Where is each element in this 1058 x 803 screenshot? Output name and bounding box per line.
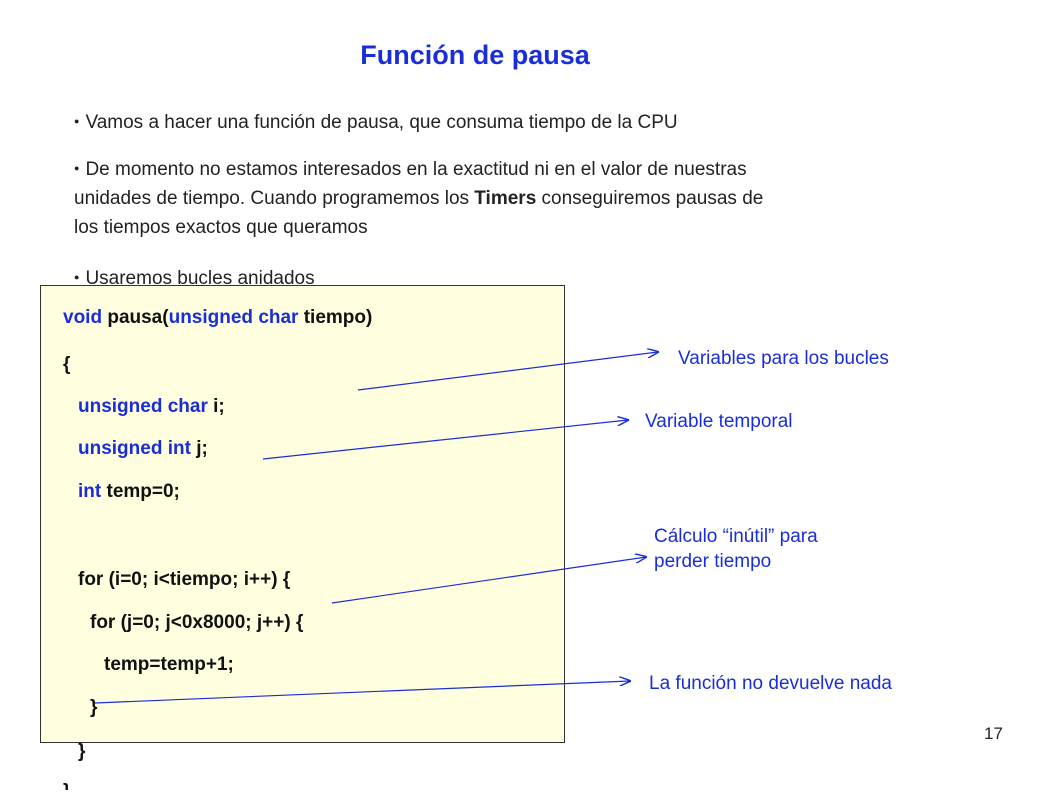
code-line-11: } bbox=[63, 781, 71, 802]
arrow-to-loop-variables bbox=[357, 352, 658, 391]
bullet-1: ● Vamos a hacer una función de pausa, que… bbox=[74, 108, 678, 137]
annotation-loop-variables: Variables para los bucles bbox=[678, 348, 889, 369]
code-line-8: temp=temp+1; bbox=[104, 654, 234, 675]
bullet-dot-icon: ● bbox=[74, 163, 80, 174]
code-block: void pausa(unsigned char tiempo) { unsig… bbox=[40, 285, 565, 790]
bullet-2-line-2b: conseguiremos pausas de bbox=[536, 188, 764, 210]
bullet-3-text: Usaremos bucles anidados bbox=[85, 268, 315, 289]
code-line-3: unsigned char i; bbox=[78, 396, 225, 417]
bullet-dot-icon: ● bbox=[74, 272, 80, 283]
code-line-9: } bbox=[90, 697, 98, 718]
code-line-2: { bbox=[63, 354, 71, 375]
bullet-2-timers-bold: Timers bbox=[474, 188, 537, 210]
arrow-to-temp-variable bbox=[262, 420, 628, 460]
annotation-useless-calc: Cálculo “inútil” para perder tiempo bbox=[654, 526, 818, 572]
bullet-2: ● De momento no estamos interesados en la… bbox=[74, 155, 954, 242]
bullet-dot-icon: ● bbox=[74, 116, 80, 127]
slide-title: Función de pausa bbox=[360, 40, 590, 70]
bullet-3: ● Usaremos bucles anidados bbox=[74, 264, 315, 293]
arrow-to-no-return bbox=[94, 681, 630, 704]
annotation-temp-variable: Variable temporal bbox=[645, 411, 793, 432]
code-line-4: unsigned int j; bbox=[78, 438, 208, 459]
code-line-7: for (j=0; j<0x8000; j++) { bbox=[90, 612, 304, 633]
code-line-6: for (i=0; i<tiempo; i++) { bbox=[78, 569, 291, 590]
bullet-2-line-3: los tiempos exactos que queramos bbox=[74, 217, 368, 239]
bullet-2-line-1: De momento no estamos interesados en la … bbox=[85, 159, 747, 180]
arrow-to-useless-calc bbox=[331, 557, 646, 604]
bullet-2-line-2a: unidades de tiempo. Cuando programemos l… bbox=[74, 188, 475, 210]
bullet-1-text: Vamos a hacer una función de pausa, que … bbox=[85, 112, 678, 133]
code-line-5: int temp=0; bbox=[78, 481, 180, 502]
page-number: 17 bbox=[984, 724, 1003, 743]
code-line-10: } bbox=[78, 741, 86, 762]
code-line-1: void pausa(unsigned char tiempo) bbox=[63, 307, 373, 328]
annotation-no-return: La función no devuelve nada bbox=[649, 673, 892, 694]
